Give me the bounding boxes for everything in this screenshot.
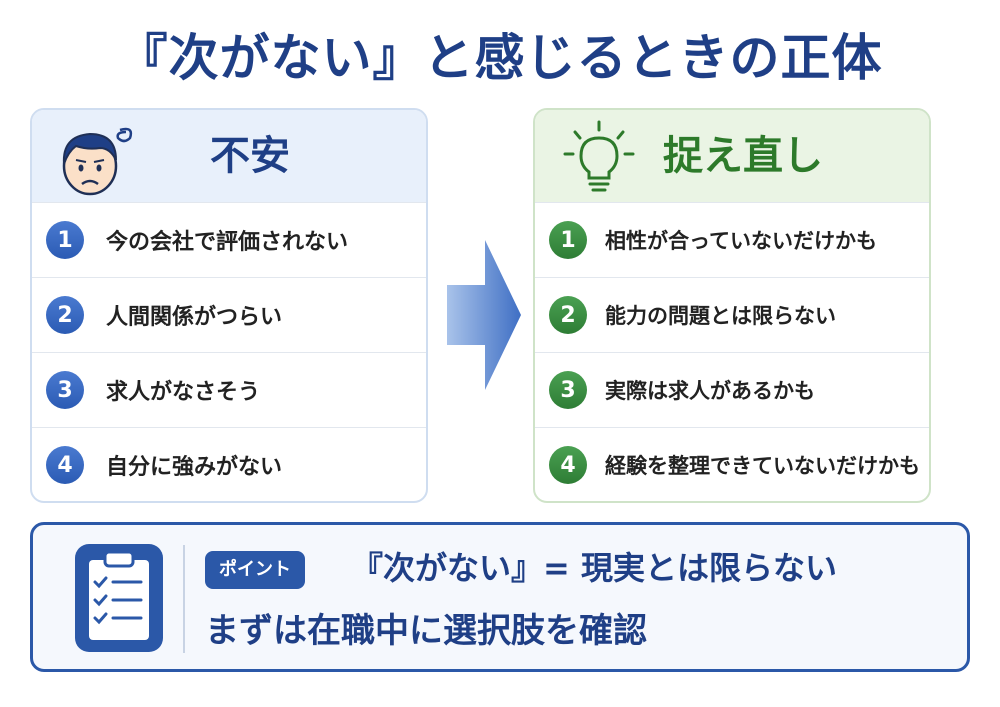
- list-item-text: 経験を整理できていないだけかも: [605, 454, 920, 478]
- reframe-panel-header: 捉え直し: [535, 110, 929, 202]
- anxiety-title: 不安: [210, 133, 290, 179]
- number-badge: 4: [46, 446, 84, 484]
- list-item-text: 相性が合っていないだけかも: [605, 229, 877, 253]
- point-box: ポイント 『次がない』= 現実とは限らない まずは在職中に選択肢を確認: [30, 522, 970, 672]
- list-item-text: 人間関係がつらい: [106, 305, 283, 330]
- divider: [183, 545, 185, 653]
- list-item-text: 実際は求人があるかも: [605, 379, 815, 403]
- number-badge: 3: [549, 371, 587, 409]
- list-item: 3 実際は求人があるかも: [535, 352, 929, 427]
- list-item: 3 求人がなさそう: [32, 352, 426, 427]
- right-arrow-icon: [447, 240, 521, 390]
- number-badge: 2: [46, 296, 84, 334]
- number-badge: 3: [46, 371, 84, 409]
- list-item-text: 今の会社で評価されない: [106, 230, 349, 255]
- reframe-title: 捉え直し: [663, 133, 823, 179]
- list-item: 4 自分に強みがない: [32, 427, 426, 501]
- number-badge: 1: [46, 221, 84, 259]
- point-badge: ポイント: [205, 551, 305, 589]
- point-subline: まずは在職中に選択肢を確認: [205, 611, 647, 651]
- list-item: 2 能力の問題とは限らない: [535, 277, 929, 352]
- point-headline: 『次がない』= 現実とは限らない: [351, 549, 837, 587]
- clipboard-checklist-icon: [75, 544, 163, 652]
- number-badge: 1: [549, 221, 587, 259]
- list-item-text: 能力の問題とは限らない: [605, 304, 836, 328]
- list-item: 2 人間関係がつらい: [32, 277, 426, 352]
- list-item: 1 今の会社で評価されない: [32, 202, 426, 277]
- list-item: 4 経験を整理できていないだけかも: [535, 427, 929, 501]
- number-badge: 2: [549, 296, 587, 334]
- anxiety-panel-header: 不安: [32, 110, 426, 202]
- anxiety-panel: 不安 1 今の会社で評価されない 2 人間関係がつらい 3 求人がなさそう 4 自分に強…: [30, 108, 428, 503]
- list-item-text: 求人がなさそう: [106, 380, 261, 405]
- number-badge: 4: [549, 446, 587, 484]
- list-item-text: 自分に強みがない: [106, 455, 283, 480]
- worried-face-icon: [62, 127, 133, 196]
- page-title: 『次がない』と感じるときの正体: [117, 29, 883, 87]
- lightbulb-icon: [563, 120, 635, 192]
- reframe-panel: 捉え直し 1 相性が合っていないだけかも 2 能力の問題とは限らない 3 実際は求人が…: [533, 108, 931, 503]
- list-item: 1 相性が合っていないだけかも: [535, 202, 929, 277]
